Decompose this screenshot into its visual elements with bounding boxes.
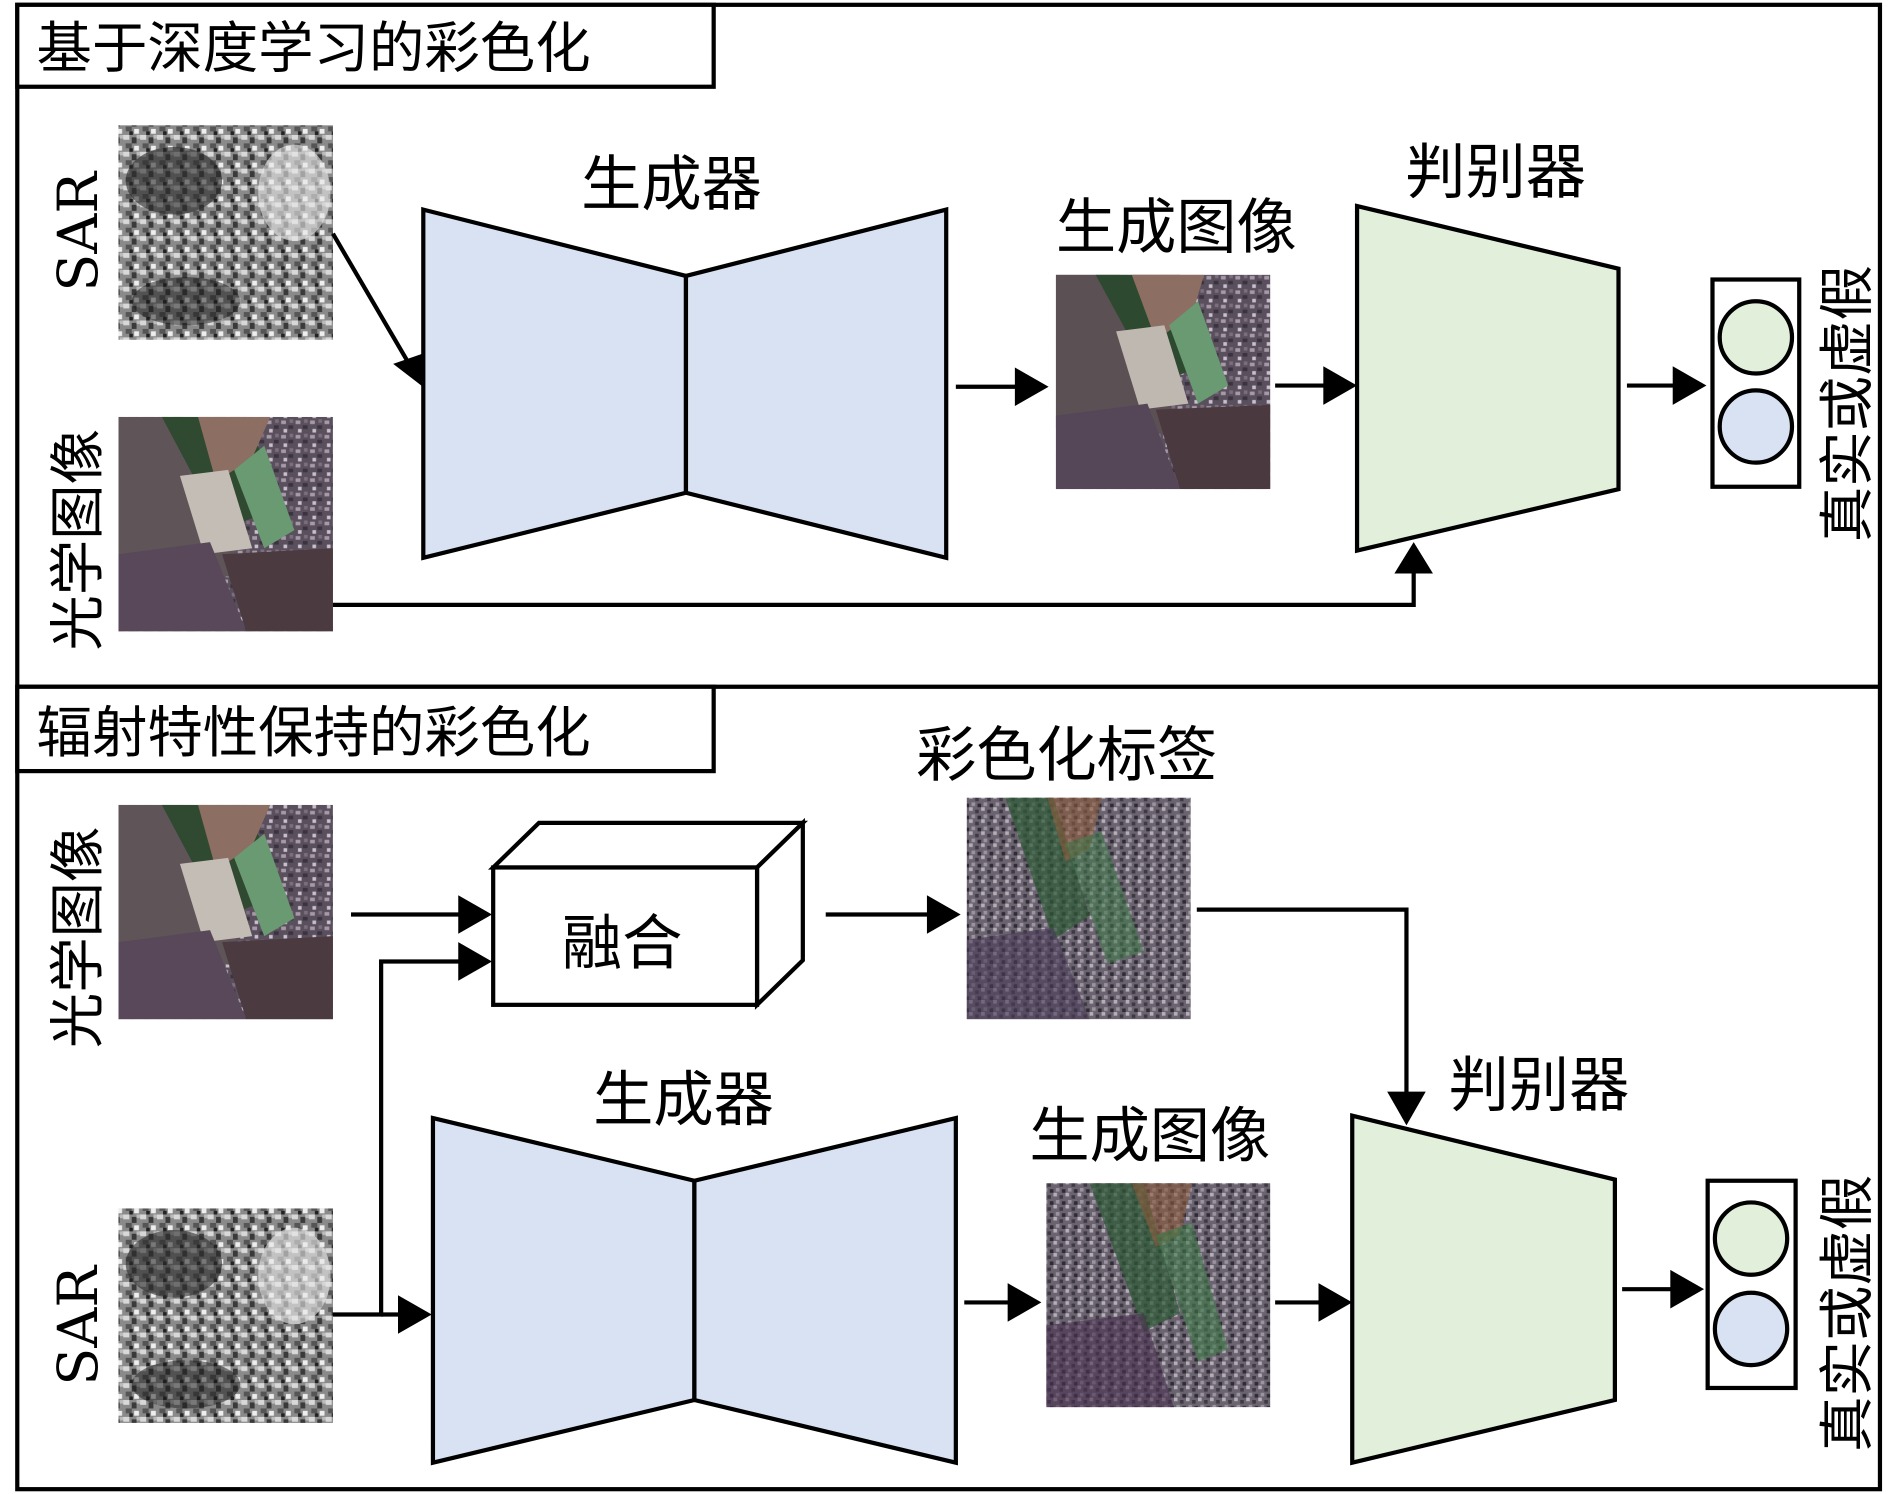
panel-title-box [15,2,716,89]
optical-label: 光学图像 [47,429,111,651]
generator-decoder [692,1115,958,1466]
generator-label: 生成器 [593,1066,774,1136]
fusion-block: 融合 [487,817,809,1010]
arrow-optical-to-discriminator [332,566,1416,607]
sar-label: SAR [47,1264,111,1386]
arrowhead-icon [458,942,492,981]
fake-circle-icon [1712,1290,1790,1368]
discriminator [1354,203,1621,554]
discriminator-label: 判别器 [1405,138,1586,208]
generated-image-label: 生成图像 [1056,193,1297,263]
generated-image-label: 生成图像 [1029,1102,1270,1172]
arrowhead-icon [398,1295,432,1334]
optical-label: 光学图像 [47,827,111,1049]
generator-decoder [683,206,949,561]
optical-image [118,804,333,1020]
panel-title: 辐射特性保持的彩色化 [37,702,591,766]
panel-title-box [15,684,716,774]
panel-deep-learning: 基于深度学习的彩色化 SAR 光学图像 生成器 [15,2,1881,651]
generated-image [1055,274,1271,490]
arrowhead-icon [1318,1283,1353,1322]
panel-title: 基于深度学习的彩色化 [37,17,591,81]
arrow-sar-to-generator [331,232,410,363]
generator-label: 生成器 [581,150,762,220]
optical-image [118,416,333,632]
panel-radiometric: 辐射特性保持的彩色化 光学图像 SAR [15,684,1881,1466]
sar-image [118,1208,333,1423]
generator-encoder [430,1115,697,1466]
arrow-sar-to-fusion [332,959,466,1317]
arrowhead-icon [926,895,961,934]
arrowhead-icon [1672,366,1707,405]
generated-image [1046,1183,1271,1408]
fusion-label: 融合 [562,909,682,979]
arrowhead-icon [393,353,425,388]
arrow-label-to-discriminator [1196,907,1409,1097]
sar-label: SAR [47,170,111,292]
fake-circle-icon [1717,388,1795,465]
color-label-image [966,797,1191,1020]
real-circle-icon [1717,299,1795,376]
sar-image [118,125,333,340]
arrowhead-icon [1387,1091,1426,1126]
discriminator-label: 判别器 [1449,1051,1630,1121]
output-label: 真实或虚假 [1817,1175,1881,1452]
arrowhead-icon [1670,1269,1705,1309]
arrowhead-icon [1323,366,1358,405]
arrowhead-icon [1007,1283,1042,1322]
arrowhead-icon [458,895,492,934]
output-label: 真实或虚假 [1817,265,1881,542]
arrowhead-icon [1394,542,1433,574]
discriminator [1350,1112,1617,1466]
generator-encoder [421,206,689,561]
color-label-title: 彩色化标签 [916,721,1217,791]
arrowhead-icon [1014,367,1049,407]
real-circle-icon [1712,1200,1790,1277]
